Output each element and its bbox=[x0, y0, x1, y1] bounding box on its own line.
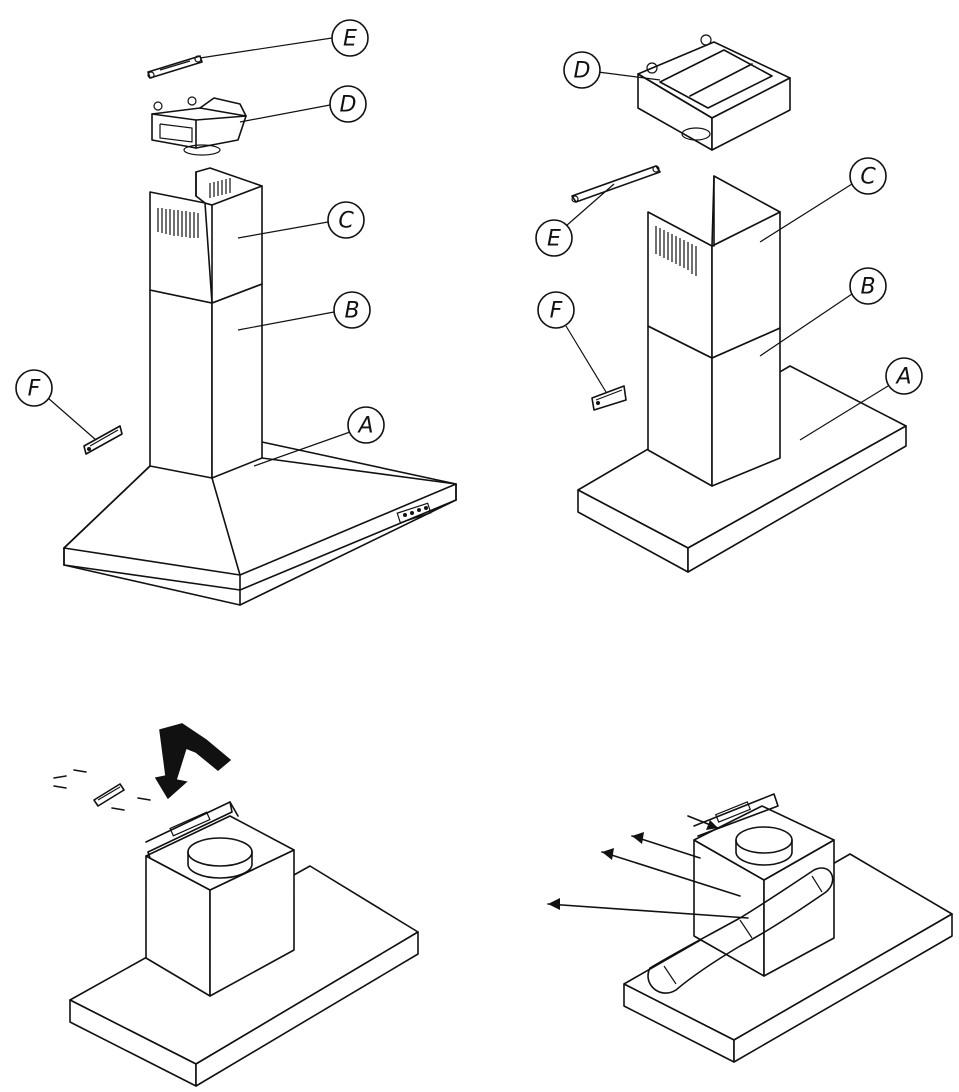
callout-e: E bbox=[331, 19, 369, 57]
callout-c: C bbox=[327, 201, 365, 239]
upper-chimney-c bbox=[647, 175, 781, 359]
bracket-d bbox=[637, 34, 791, 151]
svg-text:E: E bbox=[547, 227, 561, 252]
callout-d: D bbox=[563, 51, 601, 89]
figure-install-step-left bbox=[53, 723, 419, 1087]
figure-install-step-right bbox=[547, 793, 953, 1063]
upper-chimney-c bbox=[149, 167, 263, 304]
callouts-fig1: E D C B A bbox=[15, 19, 385, 467]
callout-d: D bbox=[329, 85, 367, 123]
screw-arrows bbox=[547, 815, 749, 919]
bar-e bbox=[147, 55, 203, 79]
callouts-fig2: D C E B F bbox=[535, 51, 923, 441]
callout-b: B bbox=[333, 291, 371, 329]
svg-text:D: D bbox=[340, 93, 357, 118]
vent-slots bbox=[157, 178, 231, 238]
lower-chimney-b bbox=[647, 325, 781, 487]
callout-f: F bbox=[15, 369, 53, 407]
figure-pyramid-hood: E D C B A bbox=[15, 19, 457, 606]
chimney-box bbox=[693, 793, 835, 977]
filter-panel bbox=[647, 867, 834, 994]
svg-text:A: A bbox=[894, 365, 911, 390]
lower-chimney-b bbox=[149, 283, 263, 479]
callout-e: E bbox=[535, 219, 573, 257]
svg-text:B: B bbox=[344, 299, 359, 324]
vent-slots bbox=[655, 226, 697, 276]
callout-f: F bbox=[537, 291, 575, 329]
svg-text:A: A bbox=[356, 414, 373, 439]
motion-dashes bbox=[53, 769, 151, 811]
figure-box-hood: D C E B F bbox=[535, 34, 923, 573]
control-buttons bbox=[396, 502, 432, 524]
clip-part bbox=[93, 783, 125, 807]
down-arrow-icon bbox=[154, 723, 232, 800]
callout-b: B bbox=[849, 267, 887, 305]
svg-text:C: C bbox=[860, 165, 876, 190]
hood-base-canopy bbox=[63, 441, 457, 606]
svg-text:B: B bbox=[860, 275, 875, 300]
bar-e bbox=[571, 165, 661, 203]
svg-text:E: E bbox=[343, 27, 357, 52]
chimney-box bbox=[145, 801, 295, 997]
bracket-f bbox=[83, 425, 123, 455]
svg-text:C: C bbox=[338, 209, 354, 234]
callout-a: A bbox=[347, 406, 385, 444]
svg-text:F: F bbox=[550, 299, 563, 324]
svg-text:F: F bbox=[28, 377, 41, 402]
callout-a: A bbox=[885, 357, 923, 395]
bracket-d bbox=[151, 96, 247, 156]
bracket-f bbox=[591, 385, 627, 411]
callout-c: C bbox=[849, 157, 887, 195]
svg-text:D: D bbox=[574, 59, 591, 84]
